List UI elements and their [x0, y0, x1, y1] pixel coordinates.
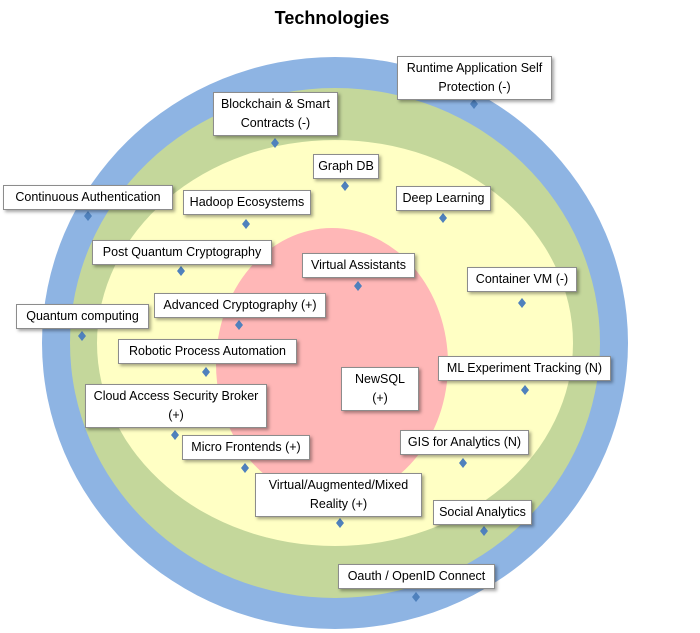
- data-label: Social Analytics: [433, 500, 532, 525]
- data-point-marker: [202, 367, 210, 377]
- data-point-marker: [521, 385, 529, 395]
- data-point-marker: [78, 331, 86, 341]
- data-label: Advanced Cryptography (+): [154, 293, 326, 318]
- data-label: Runtime Application Self Protection (-): [397, 56, 552, 100]
- data-label: ML Experiment Tracking (N): [438, 356, 611, 381]
- data-point-marker: [480, 526, 488, 536]
- data-point-marker: [470, 99, 478, 109]
- data-point-marker: [242, 219, 250, 229]
- data-label: GIS for Analytics (N): [400, 430, 529, 455]
- data-label: Hadoop Ecosystems: [183, 190, 311, 215]
- data-point-marker: [271, 138, 279, 148]
- data-point-marker: [171, 430, 179, 440]
- chart-title: Technologies: [274, 8, 390, 28]
- data-label: Virtual Assistants: [302, 253, 415, 278]
- data-label: Micro Frontends (+): [182, 435, 310, 460]
- data-label: Post Quantum Cryptography: [92, 240, 272, 265]
- data-point-marker: [235, 320, 243, 330]
- data-point-marker: [341, 181, 349, 191]
- data-label: Deep Learning: [396, 186, 491, 211]
- data-point-marker: [439, 213, 447, 223]
- data-label: Container VM (-): [467, 267, 577, 292]
- data-label: Cloud Access Security Broker (+): [85, 384, 267, 428]
- data-point-marker: [84, 211, 92, 221]
- data-point-marker: [177, 266, 185, 276]
- data-label: Oauth / OpenID Connect: [338, 564, 495, 589]
- data-label: Graph DB: [313, 154, 379, 179]
- data-label: Blockchain & Smart Contracts (-): [213, 92, 338, 136]
- data-label: Quantum computing: [16, 304, 149, 329]
- data-point-marker: [518, 298, 526, 308]
- data-point-marker: [459, 458, 467, 468]
- data-label: Continuous Authentication: [3, 185, 173, 210]
- data-label: Robotic Process Automation: [118, 339, 297, 364]
- data-point-marker: [336, 518, 344, 528]
- data-label: NewSQL (+): [341, 367, 419, 411]
- data-label: Virtual/Augmented/Mixed Reality (+): [255, 473, 422, 517]
- data-point-marker: [354, 281, 362, 291]
- data-point-marker: [241, 463, 249, 473]
- data-point-marker: [412, 592, 420, 602]
